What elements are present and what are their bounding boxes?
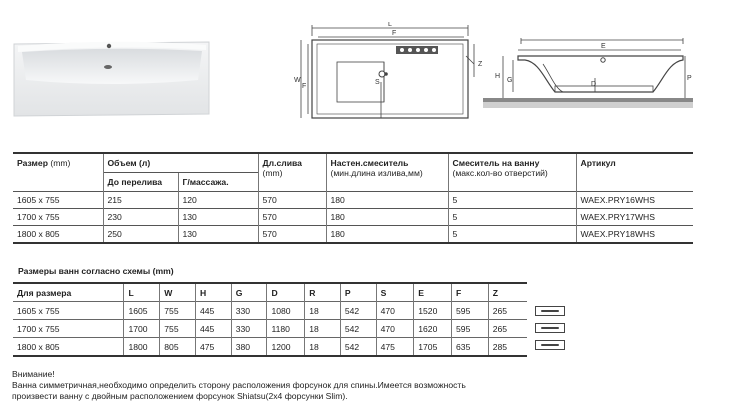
top-label-S: S bbox=[375, 79, 380, 86]
top-view-drawing: L F W F S Z bbox=[294, 22, 483, 119]
top-label-Z: Z bbox=[478, 61, 483, 68]
table-row: 1605 x 755 1605 755 445 330 1080 18 542 … bbox=[13, 301, 527, 320]
header-overflow: До перелива bbox=[102, 172, 178, 192]
table-row: 1800 x 805 1800 805 475 380 1200 18 542 … bbox=[13, 337, 527, 357]
bath-symbol-icon bbox=[535, 306, 565, 316]
bath-symbol-icon bbox=[535, 323, 565, 333]
dimensions-title: Размеры ванн согласно схемы (mm) bbox=[18, 266, 174, 276]
bath-symbol-icon bbox=[535, 340, 565, 350]
table-row: 1800 x 805 250 130 570 180 5 WAEX.PRY18W… bbox=[13, 225, 693, 244]
specs-table: Размер (mm) Объем (л) Дл.слива(mm) Насте… bbox=[13, 152, 693, 244]
top-label-L: L bbox=[388, 22, 392, 28]
header-drain: Дл.слива(mm) bbox=[257, 152, 326, 192]
side-label-P: P bbox=[687, 75, 692, 82]
side-label-H: H bbox=[495, 73, 500, 80]
specs-subheader-row: До перелива Г/массажа. bbox=[13, 172, 693, 192]
specs-header-row: Размер (mm) Объем (л) Дл.слива(mm) Насте… bbox=[13, 152, 693, 192]
note-heading: Внимание! bbox=[12, 369, 55, 379]
header-article: Артикул bbox=[575, 152, 693, 192]
header-bath-mixer: Смеситель на ванну(макс.кол-во отверстий… bbox=[447, 152, 576, 192]
header-size: Размер (mm) bbox=[13, 152, 103, 192]
header-volume: Объем (л) bbox=[102, 152, 258, 173]
side-label-E: E bbox=[601, 43, 606, 50]
side-view-drawing: E G H D P bbox=[483, 38, 693, 108]
dimensions-table: Для размера L W H G D R P S E F Z 1605 x… bbox=[13, 282, 527, 357]
note-line: произвести ванну с двойным расположением… bbox=[12, 391, 348, 401]
side-label-G: G bbox=[507, 77, 512, 84]
table-row: 1700 x 755 230 130 570 180 5 WAEX.PRY17W… bbox=[13, 208, 693, 226]
top-label-F: F bbox=[392, 30, 396, 37]
table-row: 1700 x 755 1700 755 445 330 1180 18 542 … bbox=[13, 319, 527, 338]
top-label-F2: F bbox=[302, 83, 306, 90]
side-label-D: D bbox=[591, 81, 596, 88]
dimensions-header-row: Для размера L W H G D R P S E F Z bbox=[13, 282, 527, 302]
note-line: Ванна симметричная,необходимо определить… bbox=[12, 380, 466, 390]
note-text: Внимание! Ванна симметричная,необходимо … bbox=[12, 369, 466, 402]
table-row: 1605 x 755 215 120 570 180 5 WAEX.PRY16W… bbox=[13, 191, 693, 209]
top-label-W: W bbox=[294, 77, 301, 84]
header-wall-mixer: Настен.смеситель(мин.длина излива,мм) bbox=[325, 152, 448, 192]
bathtub-photo bbox=[13, 41, 210, 117]
header-massage: Г/массажа. bbox=[177, 172, 258, 192]
